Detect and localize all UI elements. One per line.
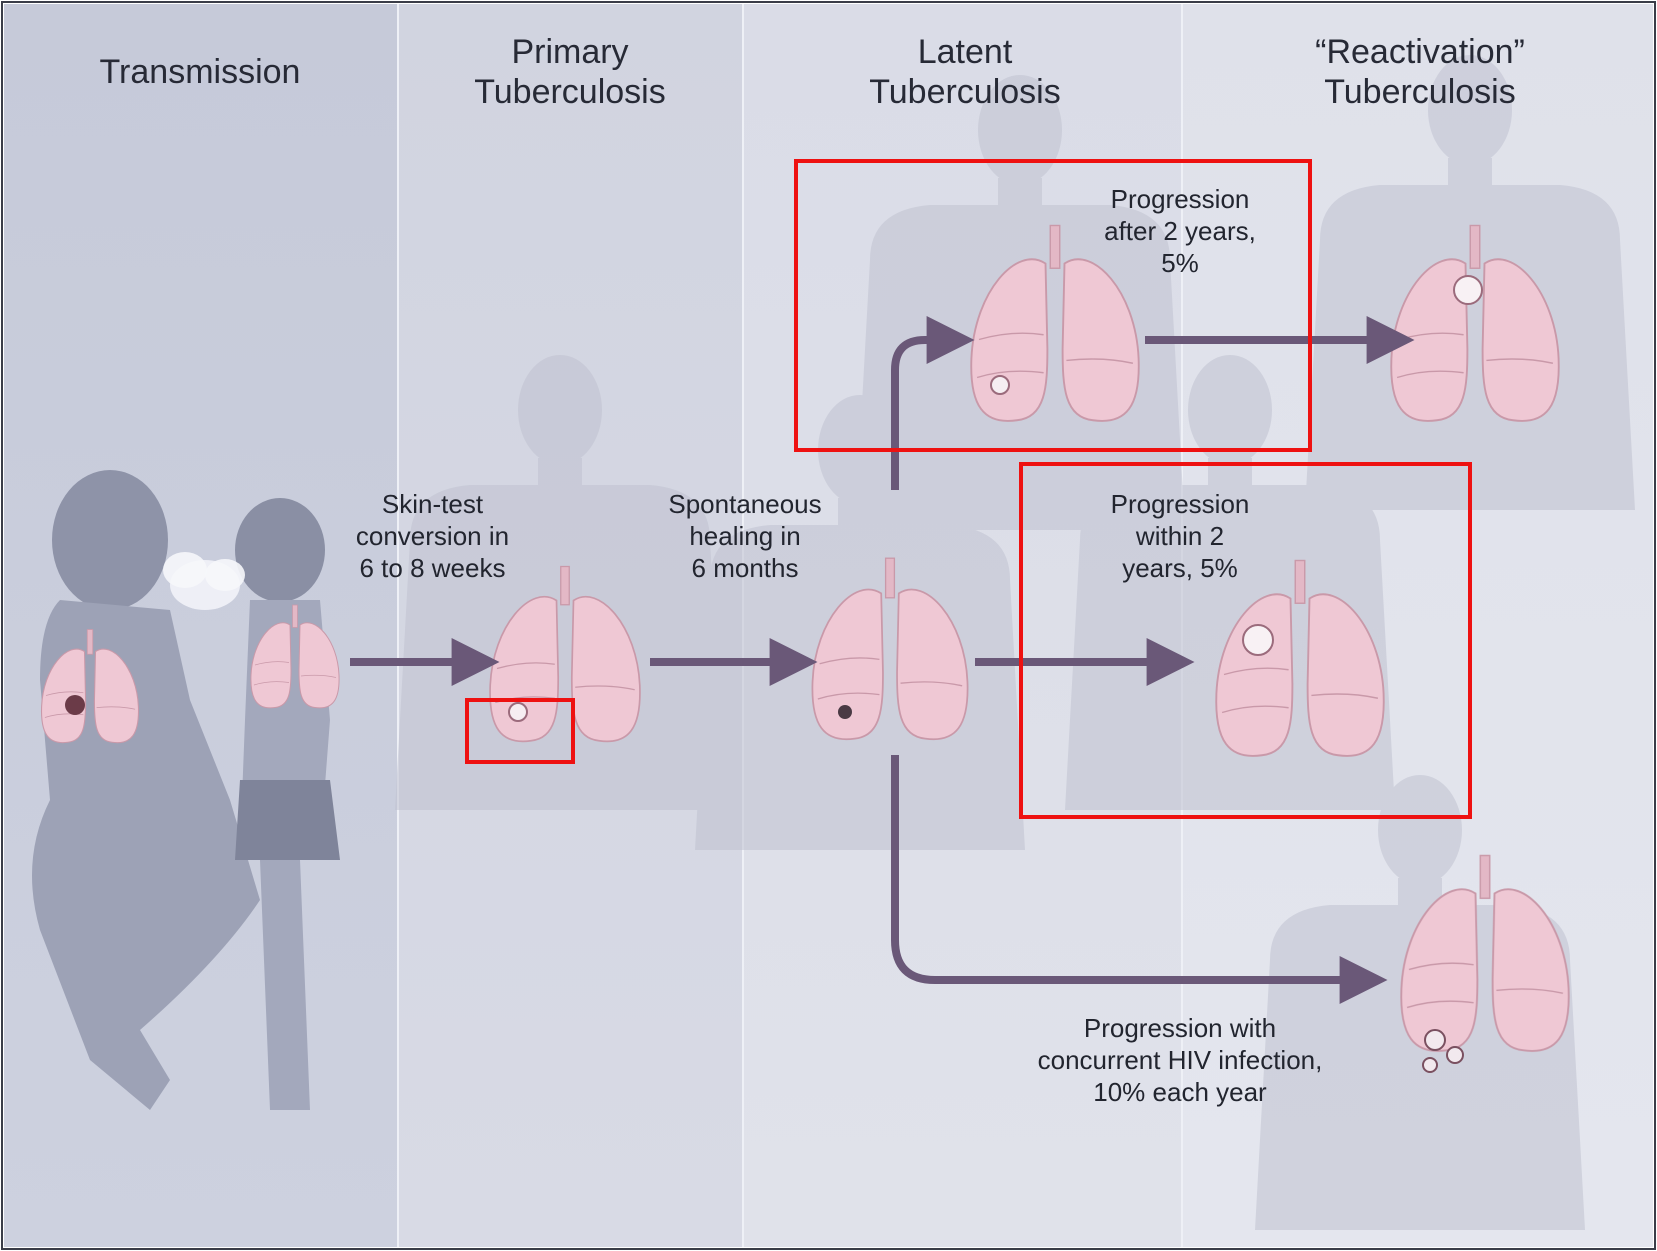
stage-title-primary: Primary Tuberculosis	[410, 32, 730, 112]
caption-spontaneous-healing: Spontaneous healing in 6 months	[630, 488, 860, 584]
stage-title-latent: Latent Tuberculosis	[800, 32, 1130, 112]
caption-hiv-progression: Progression with concurrent HIV infectio…	[990, 1012, 1370, 1108]
cavity-lesion	[65, 695, 85, 715]
mother-and-child-illustration	[32, 470, 340, 1110]
highlight-box-after-2-years	[794, 159, 1312, 452]
caption-skin-test: Skin-test conversion in 6 to 8 weeks	[320, 488, 545, 584]
healed-lesion	[838, 705, 852, 719]
hiv-lesion	[1447, 1047, 1463, 1063]
stage-title-reactivation: “Reactivation” Tuberculosis	[1250, 32, 1590, 112]
stage-title-transmission: Transmission	[40, 52, 360, 92]
hiv-lesion	[1423, 1058, 1437, 1072]
apical-cavity-lesion	[1454, 276, 1482, 304]
highlight-box-primary-lesion	[465, 698, 575, 764]
hiv-lesion	[1425, 1030, 1445, 1050]
highlight-box-within-2-years	[1019, 462, 1472, 819]
